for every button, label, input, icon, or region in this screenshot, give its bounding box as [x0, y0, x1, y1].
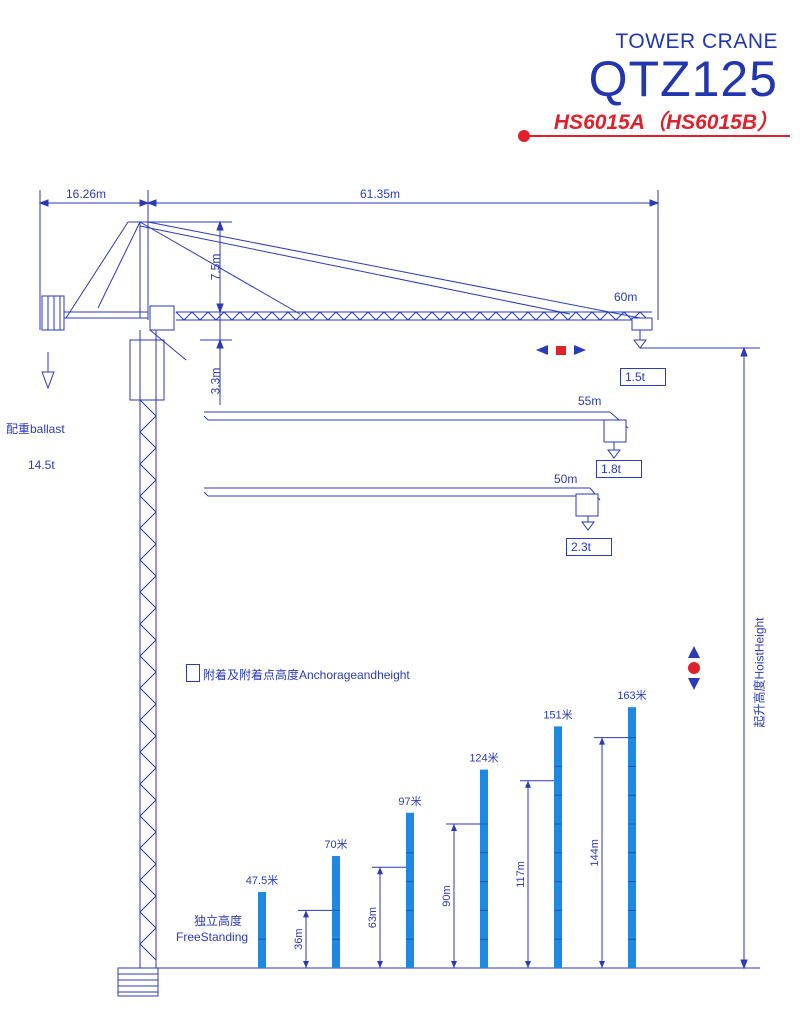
counterweight-block [41, 295, 65, 331]
anchorage-chart: 47.5米 70米 36m 97米 63m 124米 90m 151米 117m 163米 144m [246, 689, 647, 968]
height-label-3: 124米 [469, 752, 498, 765]
header-dot [518, 130, 530, 142]
anchorage-arrow-top-5 [599, 737, 605, 745]
tip-height-dimension: 7.5m [208, 253, 223, 281]
free-standing-cn: 独立高度 [194, 914, 243, 928]
anchorage-label-4: 117m [515, 861, 527, 888]
height-label-1: 70米 [324, 838, 347, 851]
tip-load-60: 1.5t [620, 368, 666, 386]
height-label-2: 97米 [398, 795, 421, 808]
anchorage-arrow-bottom-2 [377, 961, 383, 968]
legend-swatch [186, 664, 200, 682]
legend-label: 附着及附着点高度Anchorageandheight [203, 668, 410, 682]
free-standing-en: FreeStanding [176, 930, 249, 944]
counter-jib-dimension: 16.26m [66, 187, 107, 201]
anchorage-arrow-bottom-1 [303, 961, 309, 968]
tie-bar-1 [139, 221, 301, 315]
tie-bar-2 [139, 225, 571, 315]
hoist-marker [688, 646, 700, 690]
header-rule [524, 135, 790, 137]
anchorage-label-3: 90m [441, 885, 453, 906]
header-variant: HS6015A（HS6015B） [553, 111, 778, 134]
height-bar-0 [258, 892, 266, 968]
jib-length-55: 55m [578, 394, 602, 408]
hoist-height-label: 起升高度HoistHeight [752, 617, 767, 728]
anchorage-arrow-bottom-3 [451, 961, 457, 968]
header-model: QTZ125 [588, 51, 778, 107]
trolley-marker [536, 345, 586, 355]
anchorage-arrow-bottom-5 [599, 961, 605, 968]
anchorage-arrow-top-2 [377, 867, 383, 875]
ballast-label: 配重ballast [6, 422, 65, 436]
jib-length-50: 50m [554, 472, 578, 486]
main-jib [175, 311, 653, 349]
anchorage-label-1: 36m [293, 928, 305, 949]
jib-55 [203, 411, 629, 459]
height-bar-3 [480, 769, 488, 968]
anchorage-label-2: 63m [367, 907, 379, 928]
height-label-0: 47.5米 [246, 874, 278, 887]
height-bar-4 [554, 726, 562, 968]
anchorage-arrow-bottom-4 [525, 961, 531, 968]
ballast-weight: 14.5t [28, 458, 55, 472]
height-label-4: 151米 [543, 708, 572, 721]
header-subtitle: TOWER CRANE [615, 30, 778, 53]
jib-length-60: 60m [614, 290, 638, 304]
anchorage-arrow-top-4 [525, 780, 531, 788]
height-bar-2 [406, 812, 414, 968]
anchorage-arrow-top-1 [303, 910, 309, 918]
anchorage-arrow-top-3 [451, 824, 457, 831]
jib-span-dimension: 61.35m [360, 187, 401, 201]
height-label-5: 163米 [617, 689, 646, 702]
tower-mast [129, 330, 165, 968]
jib-to-hook-dimension: 3.3m [208, 367, 223, 395]
operator-cab [149, 305, 175, 331]
tip-load-50: 2.3t [566, 538, 612, 556]
height-bar-1 [332, 856, 340, 968]
height-bar-5 [628, 707, 636, 968]
tip-load-55: 1.8t [596, 460, 642, 478]
jib-50 [203, 487, 601, 531]
anchorage-label-5: 144m [589, 839, 601, 867]
